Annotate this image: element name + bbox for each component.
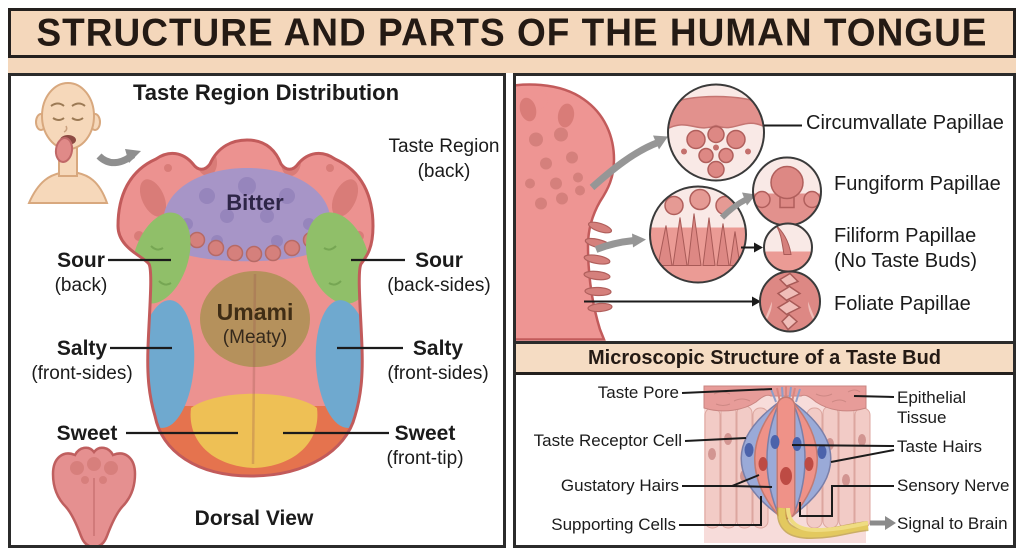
taste-region-panel: Taste Region Distribution Taste Region (… — [8, 73, 506, 548]
label-sweet-front-tip: Sweet (front-tip) — [386, 422, 464, 469]
label-taste-pore: Taste Pore — [597, 383, 679, 402]
partial-tongue-illustration — [516, 83, 616, 341]
label-fungiform-papillae: Fungiform Papillae — [834, 173, 1001, 195]
label-foliate-papillae: Foliate Papillae — [834, 293, 971, 315]
label-taste-receptor-cell: Taste Receptor Cell — [533, 431, 682, 450]
label-salty-right: Salty (front-sides) — [387, 337, 489, 384]
epithelial-tissue-band — [703, 385, 867, 412]
label-sour-back: Sour (back) — [54, 249, 108, 296]
sweet-region — [190, 393, 318, 468]
title-box: STRUCTURE AND PARTS OF THE HUMAN TONGUE — [8, 8, 1016, 58]
tongue-map-illustration — [27, 82, 405, 545]
label-filiform-papillae: Filiform Papillae (No Taste Buds) — [834, 225, 978, 272]
left-panel-title: Taste Region Distribution — [132, 80, 400, 105]
umami-region — [200, 271, 310, 367]
taste-bud-nuclei — [744, 435, 827, 485]
circumvallate-arrow-icon — [589, 135, 668, 191]
foliate-arrow-icon — [584, 296, 761, 307]
tongue-stroke — [116, 138, 375, 478]
papillae-illustration — [516, 83, 822, 341]
label-supporting-cells: Supporting Cells — [551, 515, 676, 534]
filiform-arrow-icon — [594, 233, 646, 253]
signal-to-brain-arrow-icon — [870, 516, 896, 530]
circumvallate-circle — [667, 83, 802, 182]
tastebud-panel-title: Microscopic Structure of a Taste Bud — [516, 344, 1013, 375]
label-taste-region-back: Taste Region (back) — [388, 136, 500, 182]
midline-groove — [251, 273, 257, 465]
tastebud-panel: Microscopic Structure of a Taste Bud — [513, 341, 1016, 548]
taste-bud-cells — [740, 396, 832, 520]
label-sweet-left: Sweet — [56, 422, 118, 445]
label-sensory-nerve: Sensory Nerve — [897, 476, 1010, 495]
page-title: STRUCTURE AND PARTS OF THE HUMAN TONGUE — [36, 10, 988, 54]
filiform-large-circle — [649, 185, 747, 284]
sensory-nerve-fiber — [776, 507, 869, 540]
label-gustatory-hairs: Gustatory Hairs — [560, 476, 679, 495]
label-epithelial-tissue: Epithelial Tissue — [897, 388, 966, 428]
foliate-circle — [759, 270, 821, 333]
tastebud-illustration — [679, 385, 896, 543]
caption-dorsal-view: Dorsal View — [194, 507, 314, 530]
label-bitter: Bitter — [226, 190, 284, 215]
label-sour-back-sides: Sour (back-sides) — [387, 249, 491, 296]
label-umami: Umami (Meaty) — [216, 299, 294, 349]
human-head-illustration — [27, 82, 109, 204]
head-to-tongue-arrow-icon — [96, 149, 141, 167]
filiform-small-circle — [763, 222, 813, 273]
title-banner: STRUCTURE AND PARTS OF THE HUMAN TONGUE — [8, 8, 1016, 73]
papillae-panel: Circumvallate Papillae Fungiform Papilla… — [513, 73, 1016, 341]
tastebud-leader-lines — [679, 388, 895, 526]
small-tongue-illustration — [51, 446, 137, 545]
leader-lines — [108, 258, 405, 435]
label-signal-to-brain: Signal to Brain — [897, 514, 1008, 533]
label-taste-hairs: Taste Hairs — [897, 437, 983, 456]
label-salty-left: Salty (front-sides) — [31, 337, 133, 384]
filiform-small-arrow-icon — [741, 242, 763, 253]
fungiform-circle — [752, 156, 822, 227]
label-circumvallate-papillae: Circumvallate Papillae — [806, 112, 1004, 134]
